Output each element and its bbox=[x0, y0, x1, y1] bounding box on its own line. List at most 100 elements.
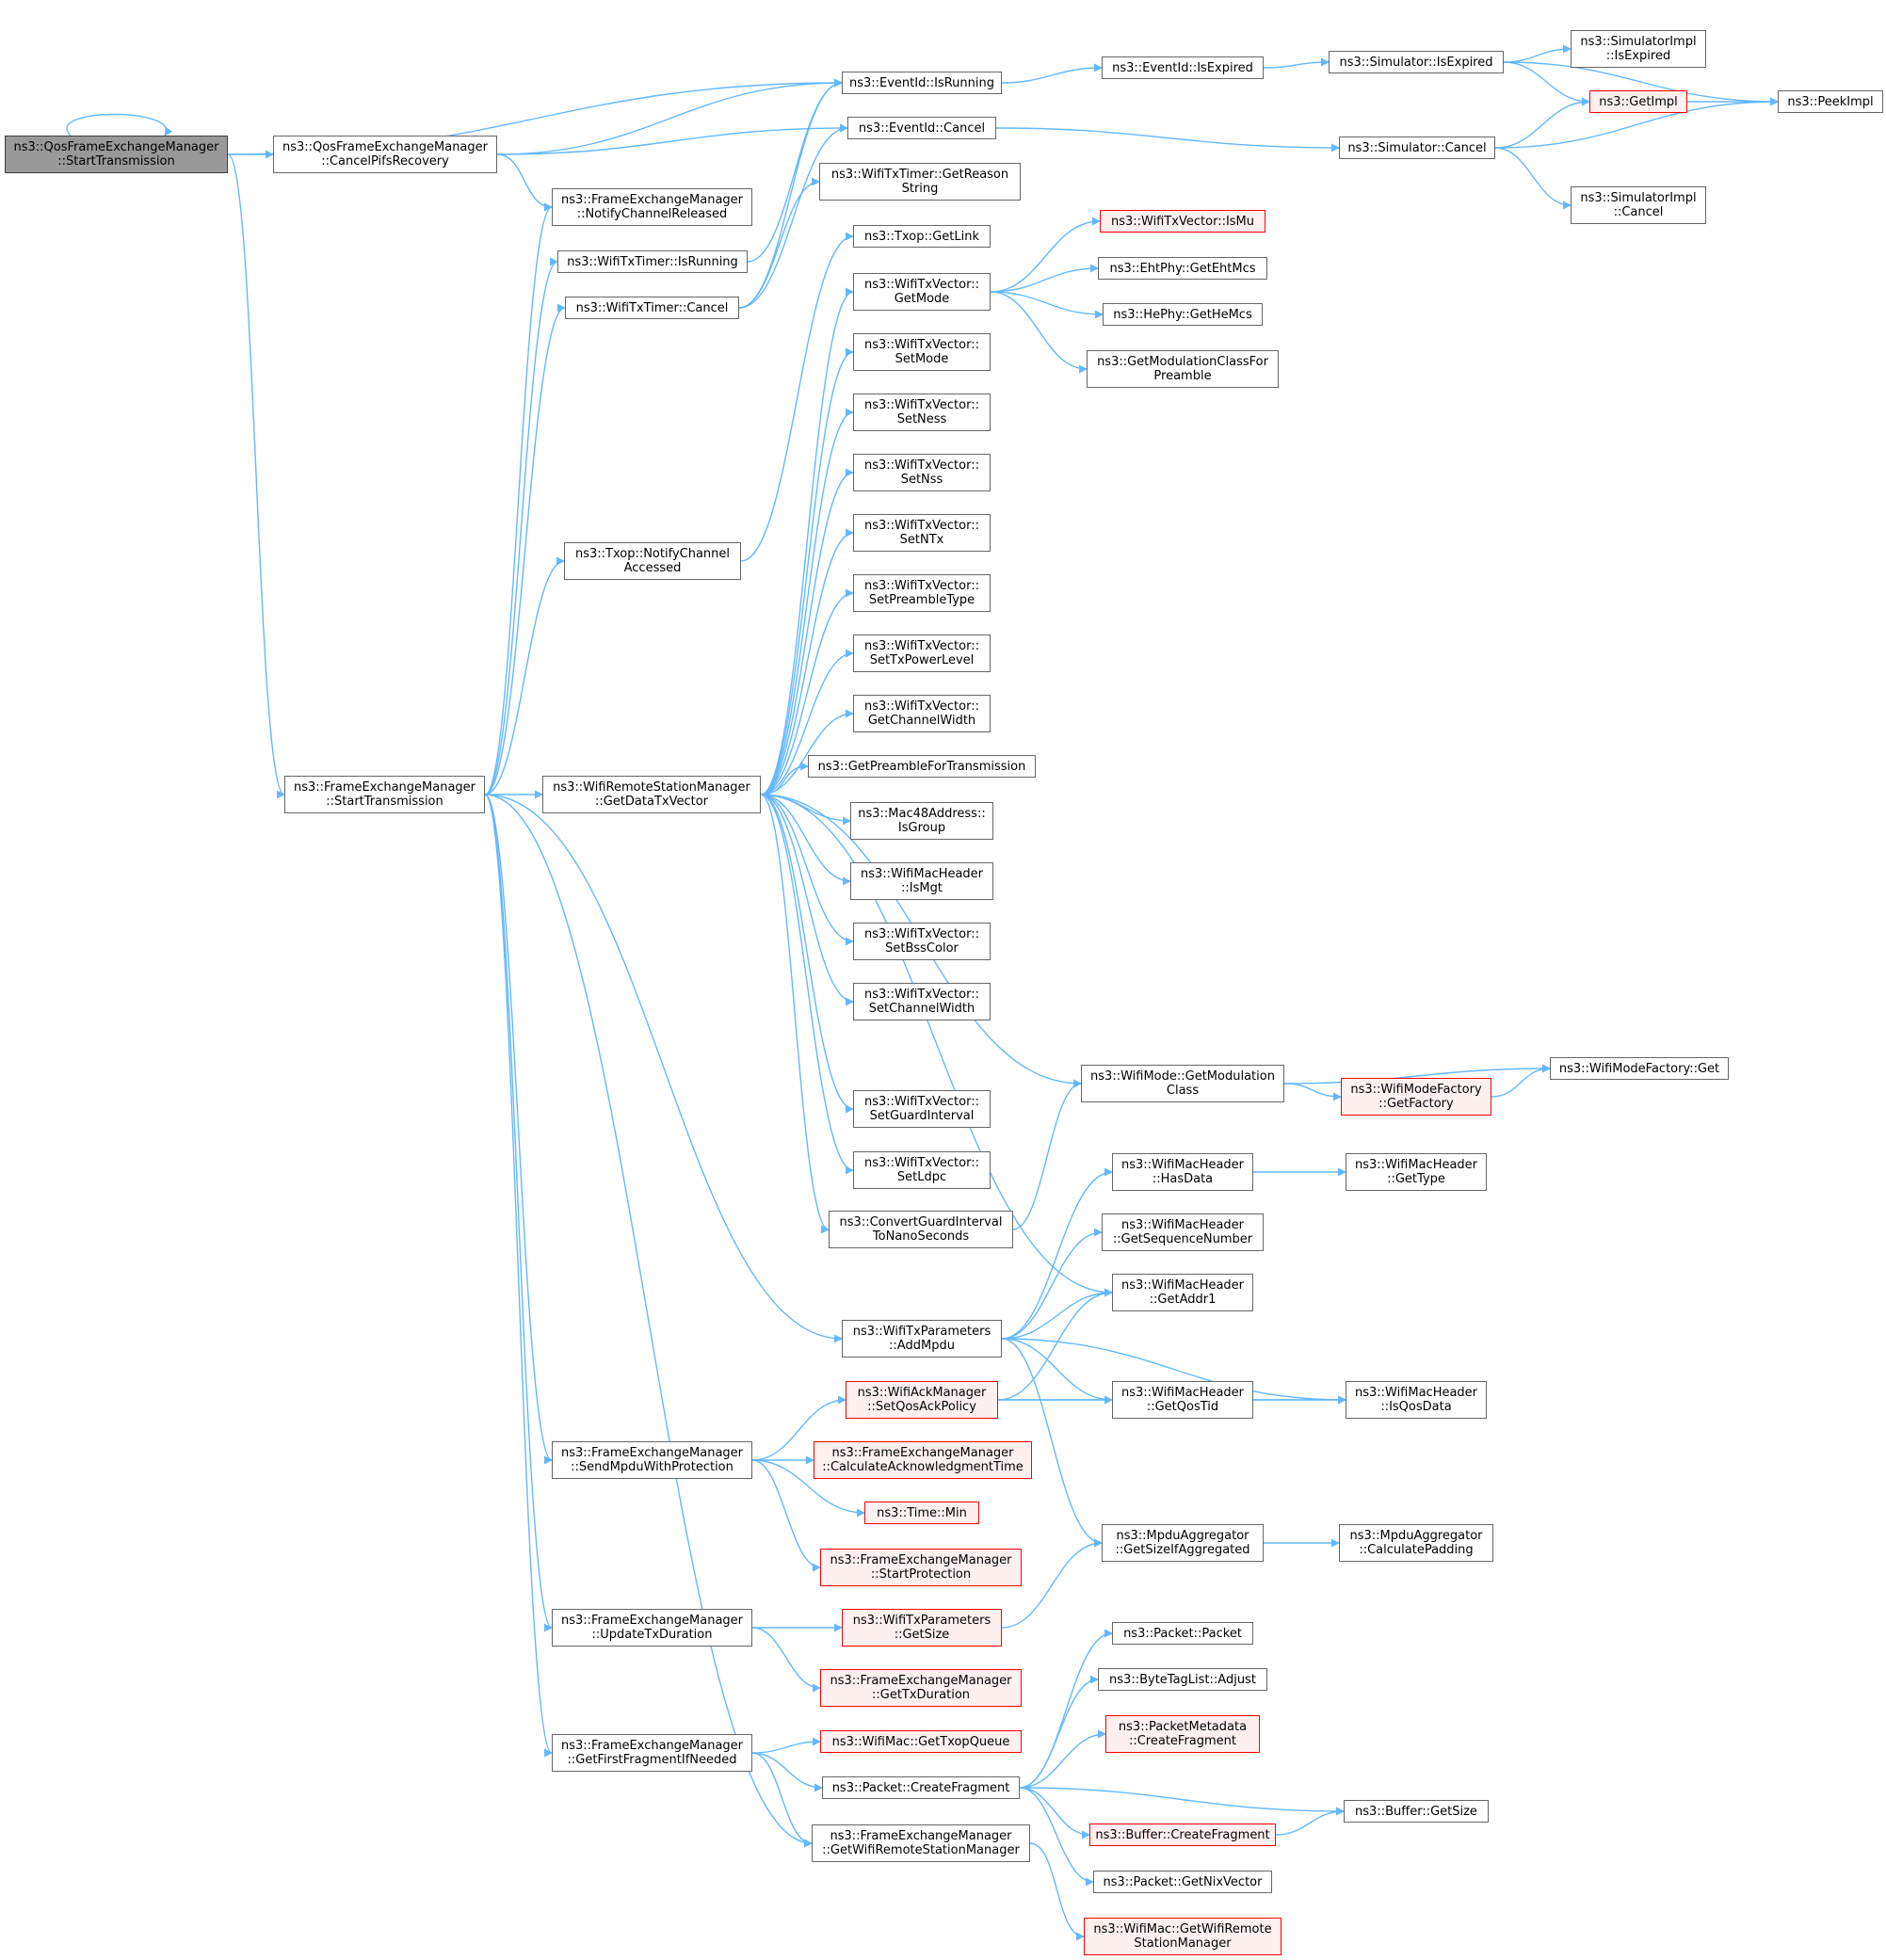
node-getfactory[interactable]: ns3::WifiModeFactory::GetFactory bbox=[1341, 1078, 1491, 1116]
node-updtx[interactable]: ns3::FrameExchangeManager::UpdateTxDurat… bbox=[552, 1609, 752, 1647]
node-ismu[interactable]: ns3::WifiTxVector::IsMu bbox=[1100, 210, 1265, 233]
node-ev_isRunning[interactable]: ns3::EventId::IsRunning bbox=[842, 72, 1002, 94]
node-factoryget[interactable]: ns3::WifiModeFactory::Get bbox=[1550, 1057, 1729, 1080]
edge-addmpdu-to-sizeifagg bbox=[1001, 1338, 1103, 1548]
node-fem_start[interactable]: ns3::FrameExchangeManager::StartTransmis… bbox=[284, 776, 485, 813]
edge-getdtv-to-setpow bbox=[760, 649, 854, 795]
node-getseq[interactable]: ns3::WifiMacHeader::GetSequenceNumber bbox=[1102, 1213, 1264, 1251]
edge-getdtv-to-getpre bbox=[760, 762, 809, 795]
node-timer_cancel[interactable]: ns3::WifiTxTimer::Cancel bbox=[565, 297, 739, 319]
edge-ev_cancel-to-sim_cancel bbox=[995, 127, 1340, 153]
node-notifyRel[interactable]: ns3::FrameExchangeManager::NotifyChannel… bbox=[552, 188, 752, 226]
node-sendmpdu[interactable]: ns3::FrameExchangeManager::SendMpduWithP… bbox=[552, 1441, 752, 1479]
node-simimpl_expired[interactable]: ns3::SimulatorImpl::IsExpired bbox=[1571, 30, 1706, 68]
node-startprot[interactable]: ns3::FrameExchangeManager::StartProtecti… bbox=[820, 1549, 1022, 1586]
node-calcack[interactable]: ns3::FrameExchangeManager::CalculateAckn… bbox=[814, 1441, 1032, 1479]
node-sim_expired[interactable]: ns3::Simulator::IsExpired bbox=[1329, 51, 1504, 73]
node-getdtv[interactable]: ns3::WifiRemoteStationManager::GetDataTx… bbox=[542, 776, 761, 813]
node-peekimpl[interactable]: ns3::PeekImpl bbox=[1778, 90, 1883, 113]
edge-getdtv-to-setcw bbox=[760, 794, 854, 1006]
node-sim_cancel[interactable]: ns3::Simulator::Cancel bbox=[1339, 137, 1495, 159]
node-setpre[interactable]: ns3::WifiTxVector::SetPreambleType bbox=[853, 574, 991, 612]
node-timer_isRunning[interactable]: ns3::WifiTxTimer::IsRunning bbox=[557, 250, 748, 273]
node-setnss[interactable]: ns3::WifiTxVector::SetNss bbox=[853, 454, 991, 491]
node-getpre[interactable]: ns3::GetPreambleForTransmission bbox=[808, 755, 1036, 778]
node-ismgt[interactable]: ns3::WifiMacHeader::IsMgt bbox=[850, 862, 993, 900]
node-bufcf[interactable]: ns3::Buffer::CreateFragment bbox=[1089, 1823, 1276, 1846]
edge-getdtv-to-getaddr1 bbox=[760, 794, 1113, 1297]
edge-root-self bbox=[66, 113, 173, 137]
edge-firstfrag-to-pktcf bbox=[751, 1752, 823, 1792]
node-setldpc[interactable]: ns3::WifiTxVector::SetLdpc bbox=[853, 1151, 991, 1189]
node-sizeifagg[interactable]: ns3::MpduAggregator::GetSizeIfAggregated bbox=[1102, 1524, 1264, 1562]
node-timemin[interactable]: ns3::Time::Min bbox=[864, 1502, 979, 1524]
node-setcw[interactable]: ns3::WifiTxVector::SetChannelWidth bbox=[853, 983, 991, 1020]
node-isqosdata[interactable]: ns3::WifiMacHeader::IsQosData bbox=[1346, 1381, 1487, 1419]
node-hemcs[interactable]: ns3::HePhy::GetHeMcs bbox=[1103, 303, 1263, 326]
node-setgi[interactable]: ns3::WifiTxVector::SetGuardInterval bbox=[853, 1090, 991, 1128]
node-ev_cancel[interactable]: ns3::EventId::Cancel bbox=[847, 117, 996, 139]
node-getmode[interactable]: ns3::WifiTxVector::GetMode bbox=[853, 273, 991, 311]
node-getwrsm[interactable]: ns3::FrameExchangeManager::GetWifiRemote… bbox=[812, 1824, 1030, 1862]
node-setbss[interactable]: ns3::WifiTxVector::SetBssColor bbox=[853, 923, 991, 960]
node-pmcf[interactable]: ns3::PacketMetadata::CreateFragment bbox=[1105, 1715, 1260, 1753]
edge-getdtv-to-setnss bbox=[760, 468, 854, 795]
edge-fem_start-to-getwrsm bbox=[484, 794, 813, 1848]
node-setqos[interactable]: ns3::WifiAckManager::SetQosAckPolicy bbox=[846, 1381, 998, 1419]
node-firstfrag[interactable]: ns3::FrameExchangeManager::GetFirstFragm… bbox=[552, 1734, 752, 1772]
node-isgroup[interactable]: ns3::Mac48Address::IsGroup bbox=[850, 802, 993, 840]
node-ev_expired[interactable]: ns3::EventId::IsExpired bbox=[1102, 56, 1264, 79]
node-getqostid[interactable]: ns3::WifiMacHeader::GetQosTid bbox=[1112, 1381, 1253, 1419]
edge-getdtv-to-setgi bbox=[760, 794, 854, 1114]
edge-getdtv-to-convgi bbox=[760, 794, 830, 1234]
node-getimpl[interactable]: ns3::GetImpl bbox=[1589, 90, 1687, 113]
edge-fem_start-to-addmpdu bbox=[484, 794, 843, 1343]
edge-addmpdu-to-getaddr1 bbox=[1001, 1288, 1113, 1340]
node-gettxdur[interactable]: ns3::FrameExchangeManager::GetTxDuration bbox=[820, 1669, 1022, 1707]
node-setntx[interactable]: ns3::WifiTxVector::SetNTx bbox=[853, 514, 991, 552]
edge-fem_start-to-timer_cancel bbox=[484, 303, 566, 795]
node-simimpl_cancel[interactable]: ns3::SimulatorImpl::Cancel bbox=[1571, 186, 1706, 224]
edge-setqos-to-getaddr1 bbox=[997, 1288, 1113, 1401]
node-bufsize[interactable]: ns3::Buffer::GetSize bbox=[1344, 1800, 1489, 1823]
node-gettype[interactable]: ns3::WifiMacHeader::GetType bbox=[1346, 1153, 1487, 1191]
edge-getmodclass-to-getfactory bbox=[1283, 1083, 1342, 1101]
node-setpow[interactable]: ns3::WifiTxVector::SetTxPowerLevel bbox=[853, 635, 991, 672]
edge-convgi-to-getmodclass bbox=[1012, 1079, 1082, 1230]
edge-fem_start-to-firstfrag bbox=[484, 794, 553, 1758]
node-getaddr1[interactable]: ns3::WifiMacHeader::GetAddr1 bbox=[1112, 1274, 1253, 1311]
edge-fem_start-to-notifyRel bbox=[484, 202, 553, 795]
node-addmpdu[interactable]: ns3::WifiTxParameters::AddMpdu bbox=[842, 1320, 1002, 1358]
node-setmode[interactable]: ns3::WifiTxVector::SetMode bbox=[853, 333, 991, 371]
edge-getdtv-to-setbss bbox=[760, 794, 854, 946]
node-pktcf[interactable]: ns3::Packet::CreateFragment bbox=[822, 1776, 1020, 1799]
node-nix[interactable]: ns3::Packet::GetNixVector bbox=[1093, 1871, 1272, 1893]
node-calcpad[interactable]: ns3::MpduAggregator::CalculatePadding bbox=[1339, 1524, 1493, 1562]
edge-pktcf-to-pmcf bbox=[1019, 1729, 1106, 1789]
edge-getmode-to-hemcs bbox=[990, 291, 1104, 319]
edge-getdtv-to-setness bbox=[760, 408, 854, 795]
node-ehtmcs[interactable]: ns3::EhtPhy::GetEhtMcs bbox=[1098, 257, 1267, 280]
node-pkt[interactable]: ns3::Packet::Packet bbox=[1112, 1622, 1253, 1645]
node-root[interactable]: ns3::QosFrameExchangeManager::StartTrans… bbox=[5, 136, 228, 173]
edge-sim_cancel-to-simimpl_cancel bbox=[1494, 147, 1572, 210]
edge-firstfrag-to-gettxopq bbox=[751, 1737, 821, 1754]
node-gettxopq[interactable]: ns3::WifiMac::GetTxopQueue bbox=[820, 1730, 1022, 1753]
node-getcw[interactable]: ns3::WifiTxVector::GetChannelWidth bbox=[853, 695, 991, 732]
edge-addmpdu-to-hasdata bbox=[1001, 1167, 1113, 1340]
node-hasdata[interactable]: ns3::WifiMacHeader::HasData bbox=[1112, 1153, 1253, 1191]
edge-cancelPifs-to-ev_isRunning bbox=[496, 78, 843, 155]
node-adjust[interactable]: ns3::ByteTagList::Adjust bbox=[1098, 1668, 1267, 1691]
node-setness[interactable]: ns3::WifiTxVector::SetNess bbox=[853, 394, 991, 431]
node-txop_link[interactable]: ns3::Txop::GetLink bbox=[853, 225, 991, 248]
node-cancelPifs[interactable]: ns3::QosFrameExchangeManager::CancelPifs… bbox=[273, 136, 497, 173]
edge-sendmpdu-to-timemin bbox=[751, 1459, 865, 1518]
node-getsize[interactable]: ns3::WifiTxParameters::GetSize bbox=[842, 1609, 1002, 1647]
edge-sim_cancel-to-getimpl bbox=[1494, 97, 1590, 149]
